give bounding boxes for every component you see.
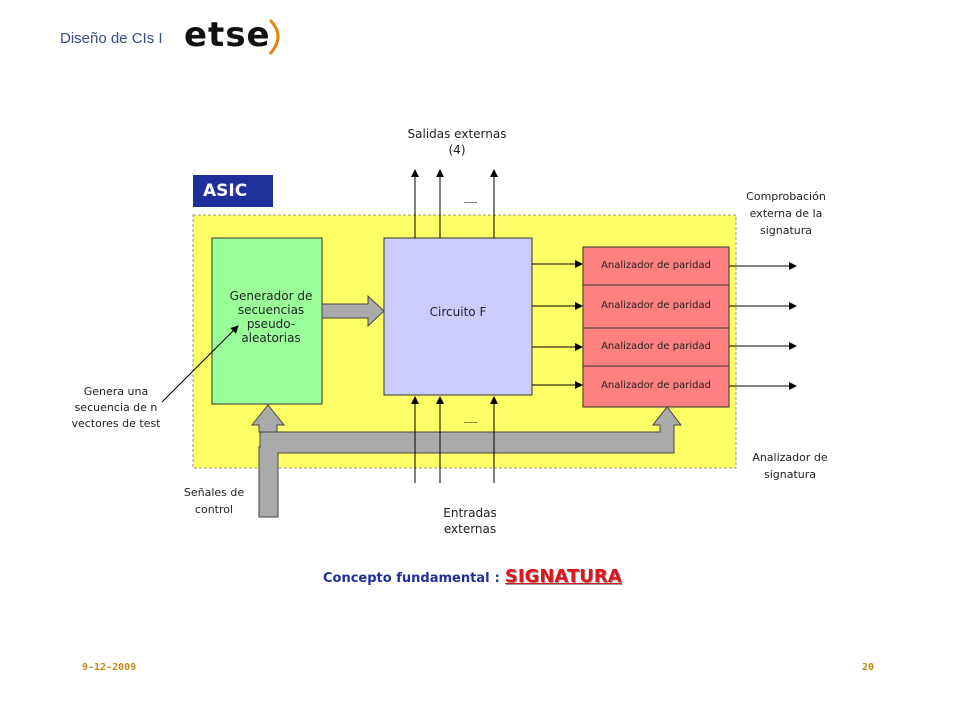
footer-page-number: 20 [862,662,875,673]
control-bus-arrow-generator [250,404,286,433]
footer-date: 9-12-2009 [82,662,137,673]
concept-label: Concepto fundamental [323,571,490,586]
concept-separator: : [494,571,500,586]
outputs-ellipsis: ........... [463,197,477,205]
control-signals-label: Señales de control [183,486,245,516]
logo-arc-icon [268,18,280,55]
generator-box [211,237,323,405]
parity-analyzer-label: Analizador de paridad [601,260,711,271]
parity-analyzer-3 [582,327,730,367]
asic-label: ASIC [193,175,273,207]
generator-label: Generador de secuencias pseudo-aleatoria… [229,289,313,345]
header-title: Diseño de CIs I [60,30,163,47]
parity-analyzer-label: Analizador de paridad [601,300,711,311]
logo-text: etse [184,15,271,55]
inputs-ellipsis: ........... [463,417,477,425]
parity-analyzer-2 [582,284,730,329]
concept-value: SIGNATURA [504,566,622,587]
signature-analyzer-label: Analizador de signatura [752,451,828,481]
circuit-label: Circuito F [429,305,487,319]
parity-analyzer-label: Analizador de paridad [601,380,711,391]
outputs-label: Salidas externas (4) [407,127,507,157]
circuit-box [383,237,533,396]
etse-logo: etse [184,15,280,55]
generator-note-pointer [161,325,239,403]
generator-note: Genera una secuencia de n vectores de te… [71,385,161,430]
external-check-label: Comprobación externa de la signatura [746,190,826,237]
control-bus [258,406,683,518]
parity-analyzer-label: Analizador de paridad [601,341,711,352]
generator-to-circuit-arrow [321,294,385,328]
concept-line: Concepto fundamental : SIGNATURA [323,566,622,587]
inputs-label: Entradas externas [443,506,497,536]
